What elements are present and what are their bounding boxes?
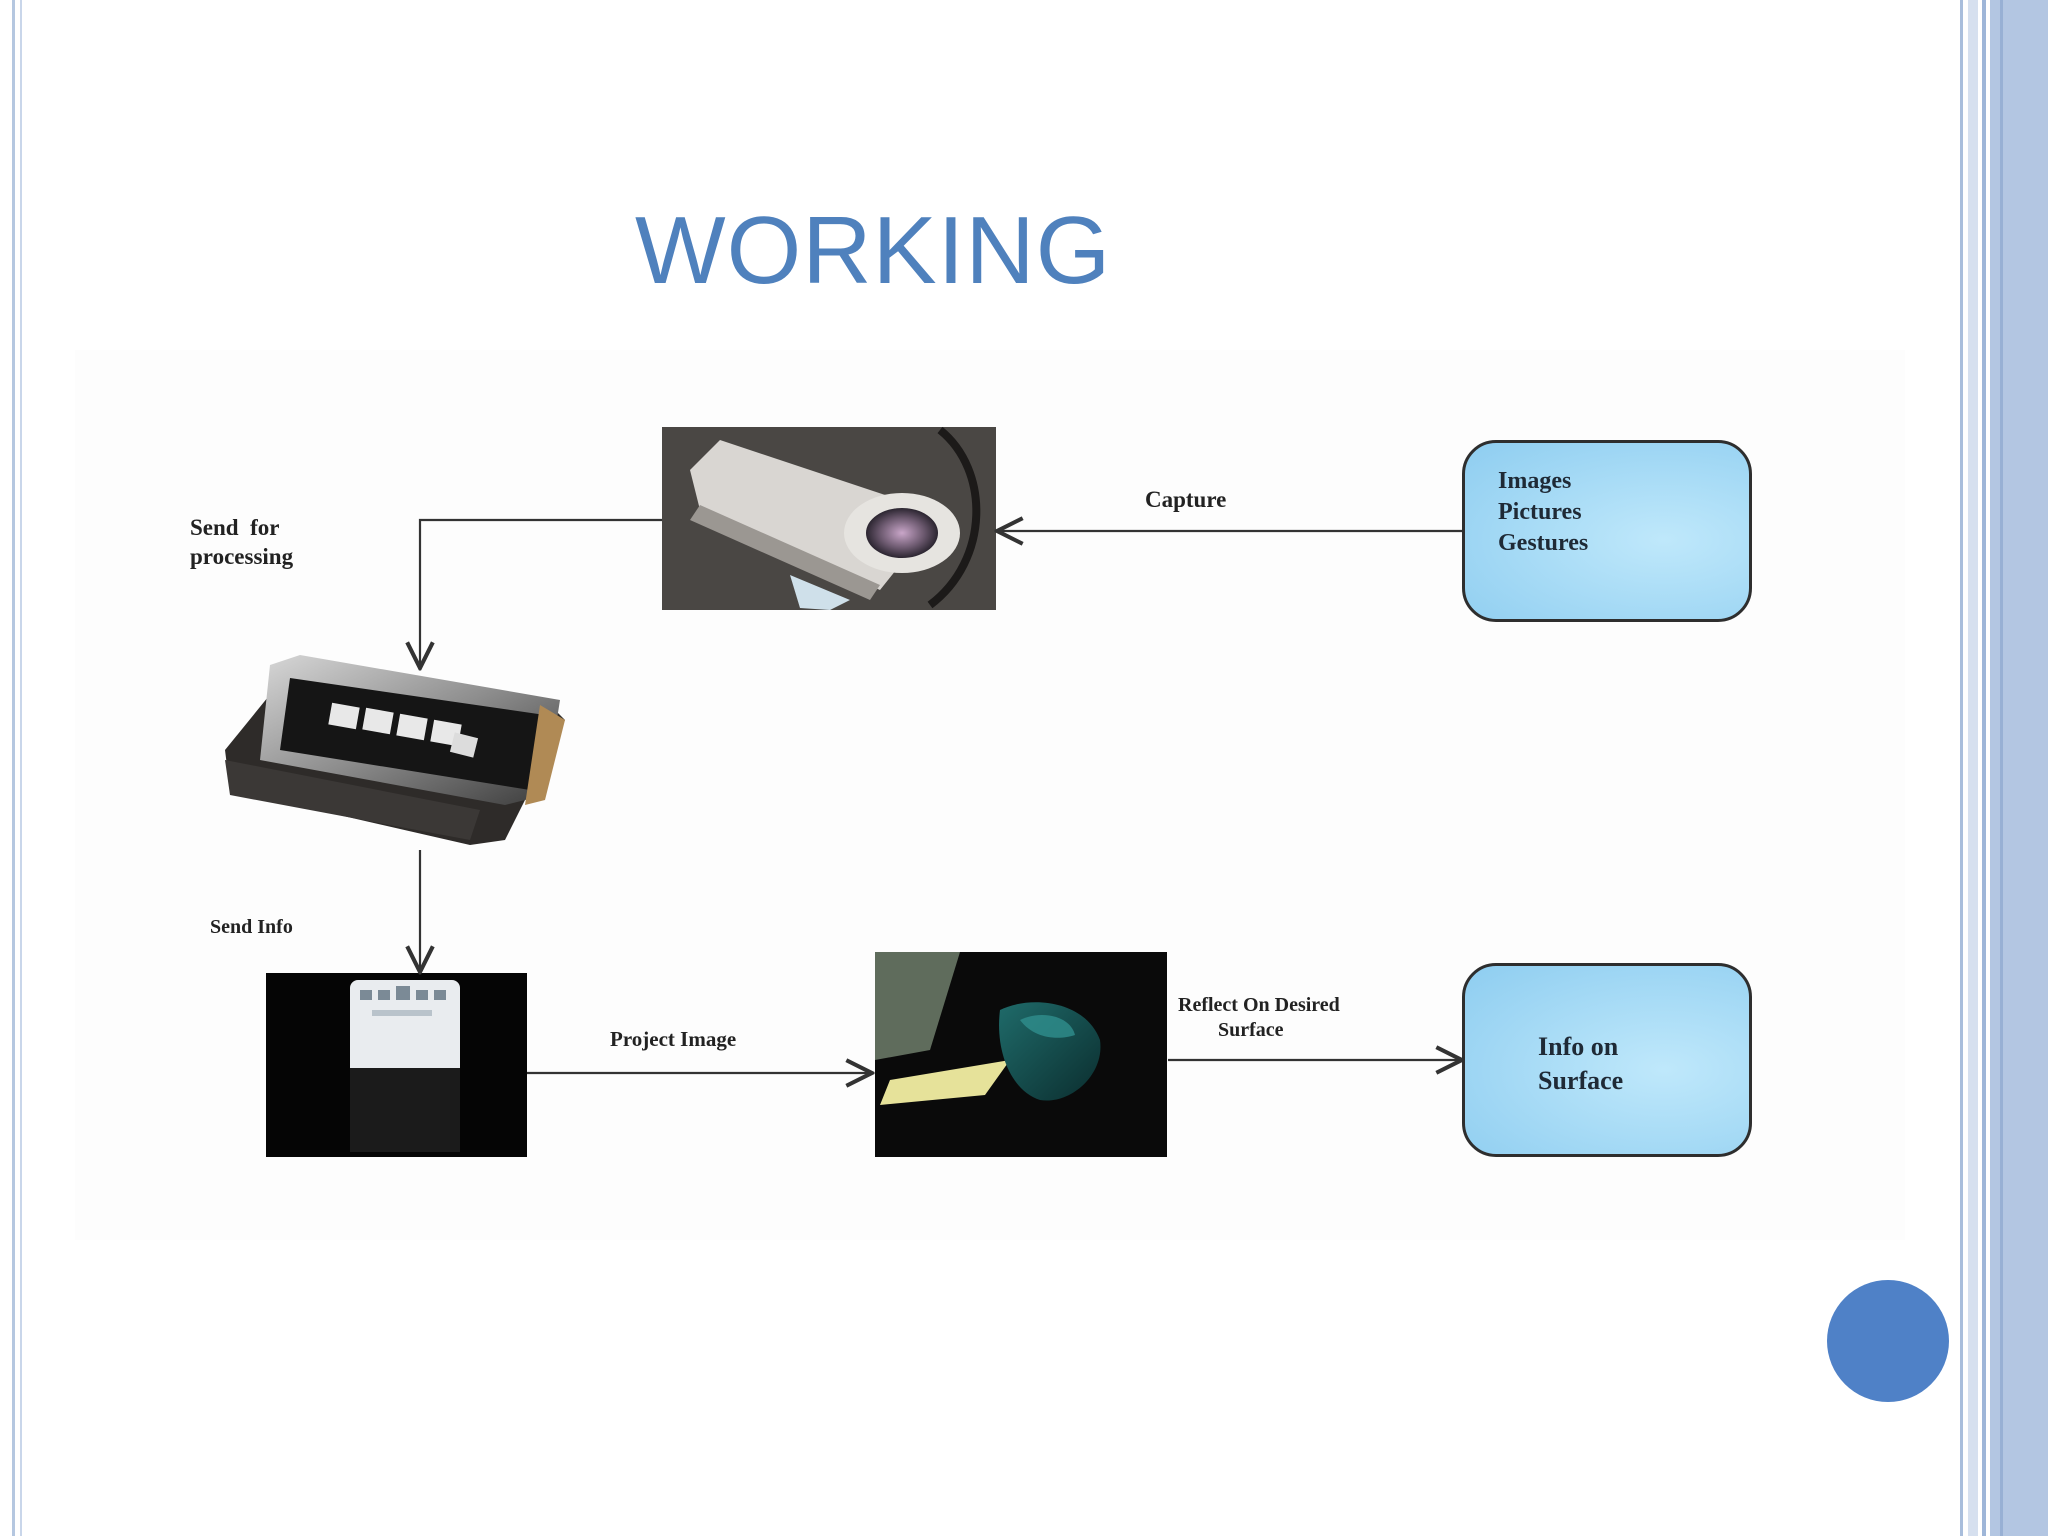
label-reflect: Reflect On Desired Surface	[1178, 994, 1340, 1041]
label-capture: Capture	[1145, 487, 1227, 512]
frame-line-left	[12, 0, 15, 1536]
reflection-image	[875, 952, 1167, 1157]
arrow-send-processing	[420, 518, 662, 668]
decorative-circle	[1827, 1280, 1949, 1402]
label-send-info: Send Info	[210, 916, 293, 938]
phone-image	[225, 655, 565, 845]
frame-line-left-inner	[20, 0, 22, 1536]
frame-line-right-2	[1982, 0, 1986, 1536]
frame-stripe-right	[1968, 0, 1978, 1536]
input-box-text: Images Pictures Gestures	[1498, 468, 1589, 557]
slide-title: WORKING	[635, 197, 1112, 304]
output-box	[1462, 963, 1752, 1157]
frame-line-right	[1960, 0, 1963, 1536]
frame-stripe-right-wide	[1990, 0, 2048, 1536]
output-box-text: Info on Surface	[1538, 1032, 1624, 1095]
camera-image	[662, 426, 996, 610]
projector-image	[266, 973, 527, 1157]
input-box	[1462, 440, 1752, 622]
frame-line-right-3	[2000, 0, 2003, 1536]
label-send-for-processing: Send for processing	[190, 515, 294, 569]
label-project-image: Project Image	[610, 1027, 737, 1051]
